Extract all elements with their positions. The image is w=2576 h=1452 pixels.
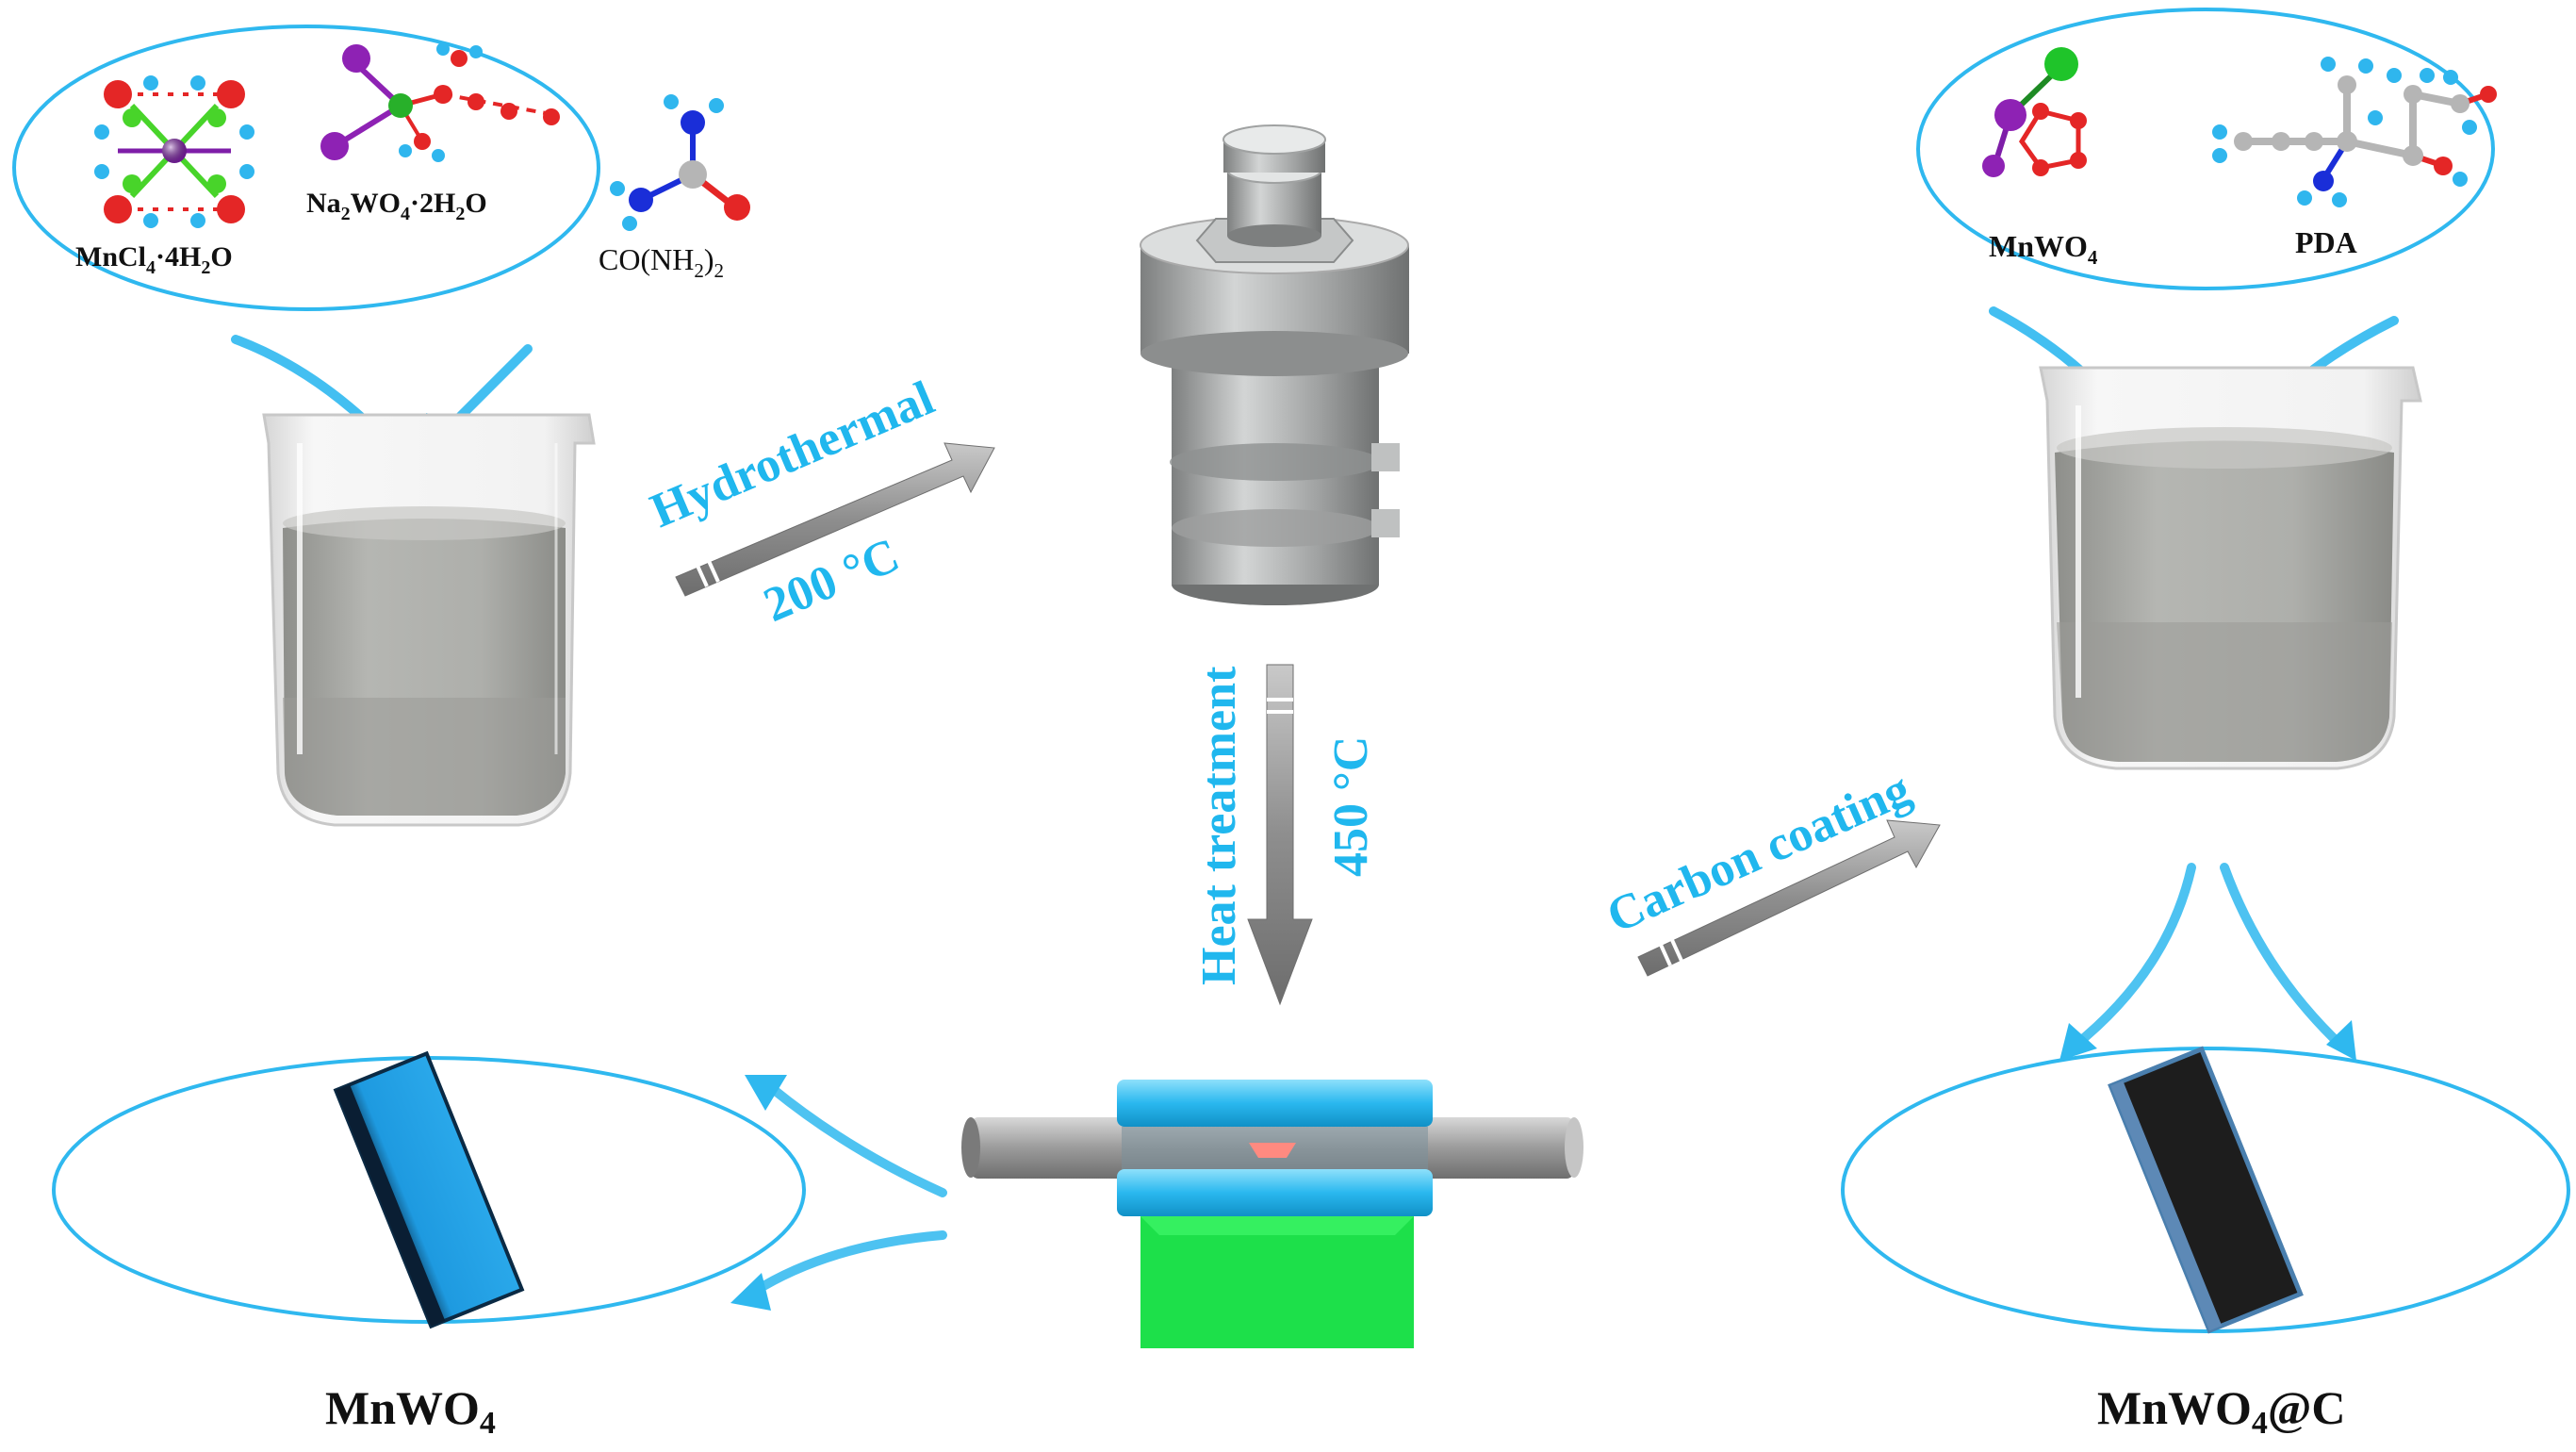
pda-label: PDA: [2295, 225, 2357, 259]
mncl4-label: MnCl4·4H2O: [75, 241, 233, 278]
mncl4-molecule-icon: [94, 75, 254, 228]
mnwo4-molecule-icon: [1982, 47, 2087, 177]
carbon-coating-arrow: [1637, 819, 1941, 977]
heat-temp-label: 450 °C: [1324, 736, 1378, 877]
coating-oval: [1916, 8, 2495, 290]
mnwo4-nanoplate-icon: [333, 1050, 525, 1329]
na2wo4-label: Na2WO4·2H2O: [306, 188, 487, 224]
split-arrows-right: [2069, 863, 2347, 1051]
autoclave-icon: [1140, 124, 1409, 605]
beaker-left-icon: [262, 413, 596, 827]
coating-mnwo4-label: MnWO4: [1989, 229, 2098, 269]
mnwo4c-product-oval: [1841, 1047, 2570, 1333]
na2wo4-molecule-icon: [320, 42, 560, 162]
return-arrows-left: [749, 1084, 947, 1296]
heat-treatment-arrow: [1247, 664, 1313, 1006]
beaker-right-icon: [2039, 366, 2422, 770]
tube-furnace-icon: [961, 1080, 1583, 1348]
mnwo4c-product-label: MnWO4@C: [2097, 1381, 2346, 1441]
mnwo4-product-label: MnWO4: [325, 1381, 496, 1441]
urea-molecule-icon: [610, 94, 750, 231]
reagent-oval: [12, 25, 600, 311]
mnwo4c-nanoplate-icon: [2108, 1046, 2304, 1334]
hydrothermal-arrow: [675, 442, 995, 597]
urea-label: CO(NH2)2: [599, 242, 724, 282]
hydrothermal-label: Hydrothermal: [643, 371, 942, 538]
pda-molecule-icon: [2212, 57, 2497, 207]
heat-treatment-label: Heat treatment: [1192, 666, 1246, 985]
